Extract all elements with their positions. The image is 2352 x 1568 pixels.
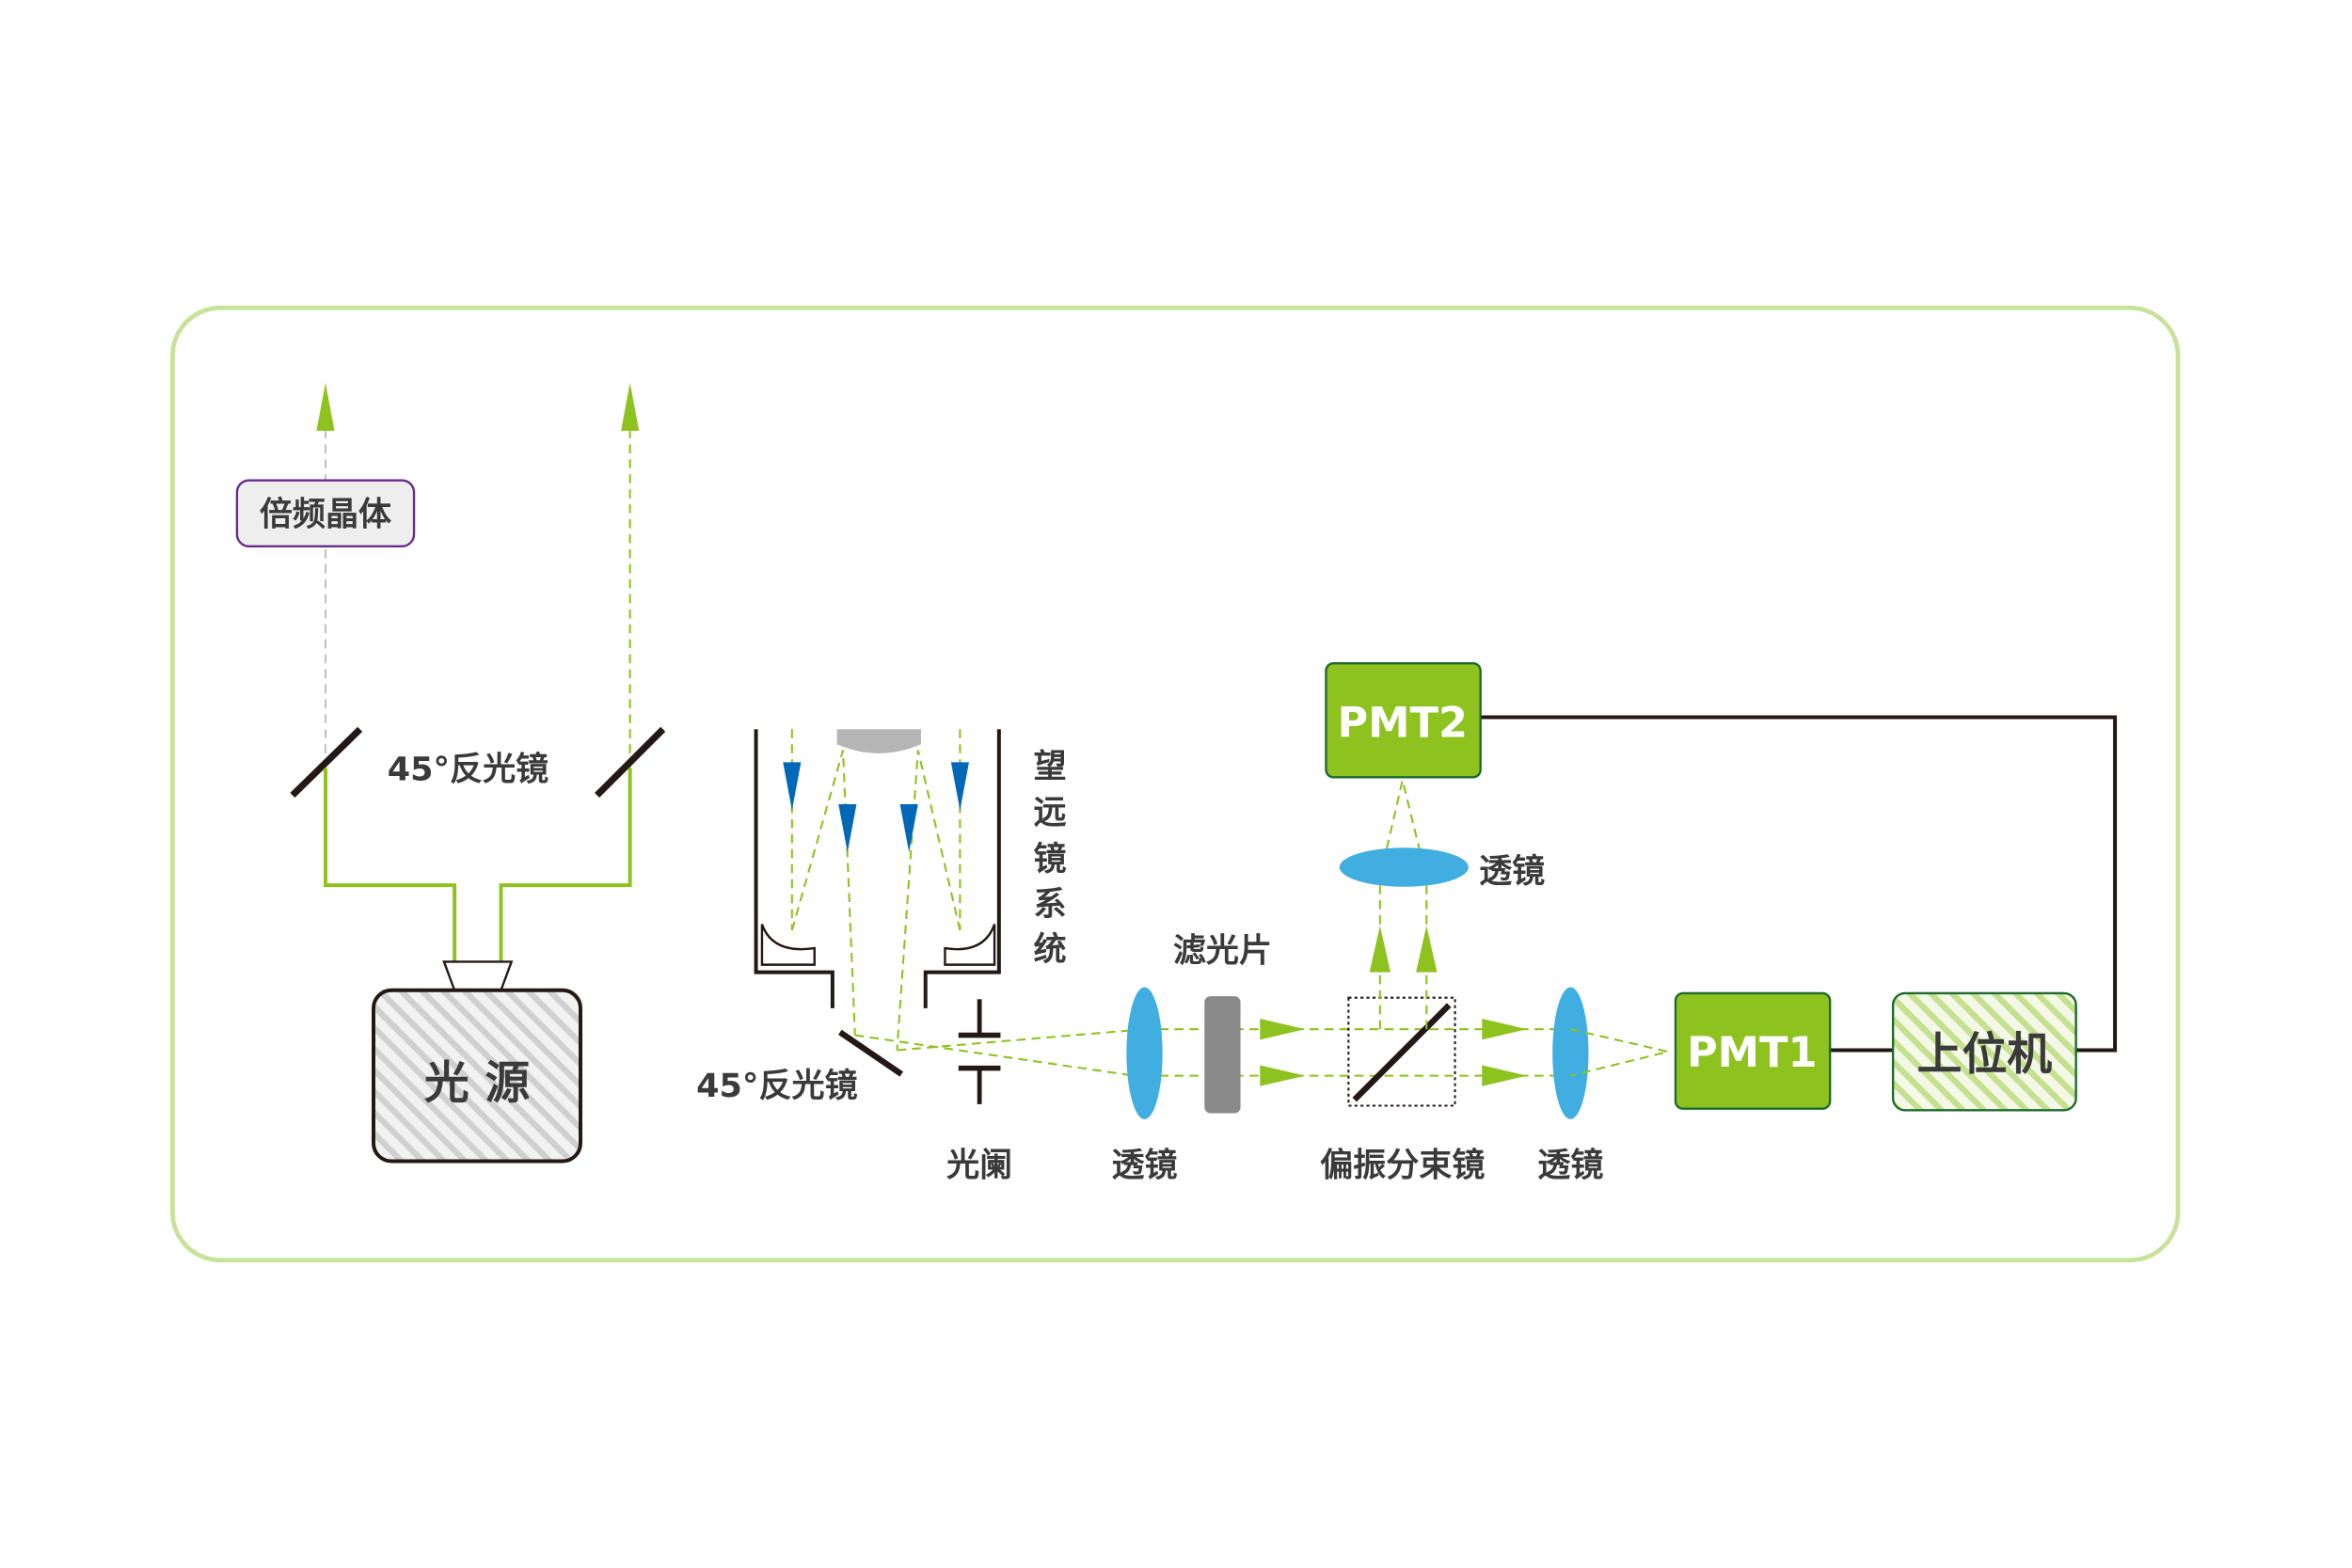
mirror-left (290, 726, 363, 799)
crystal-label: 倍频晶体 (260, 495, 392, 533)
secondary-mirror (836, 729, 921, 753)
light-source-label: 光 源 (424, 1058, 530, 1110)
lens-2-label: 透镜 (1537, 1146, 1603, 1184)
arrow-right-icon (1482, 1019, 1528, 1040)
arrow-down-icon (950, 762, 969, 811)
pbs-splitter (1352, 1003, 1452, 1102)
pmt2-box (1325, 661, 1482, 779)
pbs-box (1347, 996, 1456, 1107)
svg-text:望: 望 (1034, 747, 1067, 785)
arrow-up-icon (621, 383, 640, 432)
svg-text:镜: 镜 (1034, 840, 1067, 879)
aperture (958, 999, 1001, 1104)
svg-text:统: 统 (1034, 930, 1067, 969)
arrow-down-icon (899, 804, 918, 853)
arrow-right-icon (1260, 1019, 1306, 1040)
host-computer-label: 上位机 (1917, 1029, 2053, 1081)
arrow-right-icon (1482, 1065, 1528, 1086)
pbs-label: 偏振分束镜 (1320, 1146, 1485, 1184)
lens-1-label: 透镜 (1111, 1146, 1177, 1184)
telescope-label: 望 远 镜 系 统 (1034, 747, 1067, 969)
pmt2-label: PMT2 (1337, 698, 1468, 747)
primary-mirror-right (944, 924, 996, 966)
svg-text:远: 远 (1034, 794, 1067, 832)
receiver: 45°反光镜 光阑 透镜 滤光片 偏振分束镜 透镜 透镜 (696, 661, 2118, 1184)
outer-frame (169, 305, 2181, 1263)
filter (1204, 996, 1241, 1114)
primary-mirror-left (760, 924, 816, 966)
light-source-box (372, 988, 583, 1164)
pmt1-label: PMT1 (1687, 1028, 1818, 1077)
pmt1-box (1674, 991, 1832, 1110)
mirror-top-label: 45°反光镜 (388, 751, 549, 789)
arrow-down-icon (838, 804, 857, 853)
mirror-right (595, 726, 666, 798)
crystal-box (235, 479, 416, 547)
mirror-bottom-label: 45°反光镜 (696, 1067, 858, 1105)
nozzle (442, 960, 514, 991)
arrow-up-icon (1369, 926, 1391, 973)
transmitter: 倍频晶体 45°反光镜 光 源 (235, 383, 666, 1164)
lens-2 (1552, 987, 1589, 1119)
arrow-up-icon (316, 383, 335, 432)
mirror-bottom (838, 1029, 904, 1077)
telescope: 望 远 镜 系 统 (754, 729, 1067, 1051)
lens-1 (1126, 987, 1163, 1119)
aperture-label: 光阑 (946, 1146, 1012, 1184)
lens-top (1339, 847, 1469, 887)
arrow-right-icon (1260, 1065, 1306, 1086)
filter-label: 滤光片 (1173, 931, 1272, 970)
host-computer-box (1891, 991, 2077, 1112)
arrow-down-icon (783, 762, 802, 811)
svg-text:系: 系 (1034, 885, 1067, 924)
lens-top-label: 透镜 (1479, 852, 1545, 891)
arrow-up-icon (1416, 926, 1438, 973)
